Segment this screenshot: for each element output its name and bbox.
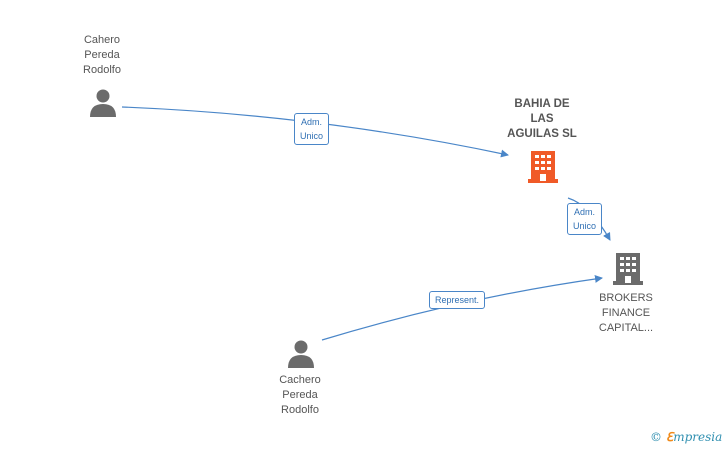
watermark: © ℇmpresia: [650, 430, 722, 444]
company-secondary-label[interactable]: BROKERS FINANCE CAPITAL...: [598, 292, 654, 334]
person-icon[interactable]: [286, 339, 316, 369]
person-bottom-label[interactable]: Cachero Pereda Rodolfo: [279, 374, 321, 416]
edge-label-adm-unico[interactable]: Adm. Unico: [294, 113, 330, 145]
company-main-label[interactable]: BAHIA DE LAS AGUILAS SL: [507, 98, 577, 140]
edge-label-adm-unico[interactable]: Adm. Unico: [567, 203, 603, 235]
brand-logo-text: mpresia: [673, 430, 723, 444]
copyright-symbol: ©: [650, 430, 662, 444]
edge-bottom-person-to-brokers: [321, 275, 603, 341]
brand-logo-initial: ℇ: [665, 430, 674, 444]
building-icon-secondary[interactable]: [613, 251, 643, 285]
edge-label-represent[interactable]: Represent.: [429, 291, 486, 309]
building-icon-main[interactable]: [528, 149, 558, 183]
person-icon[interactable]: [88, 88, 118, 118]
person-top-label[interactable]: Cahero Pereda Rodolfo: [83, 34, 121, 76]
